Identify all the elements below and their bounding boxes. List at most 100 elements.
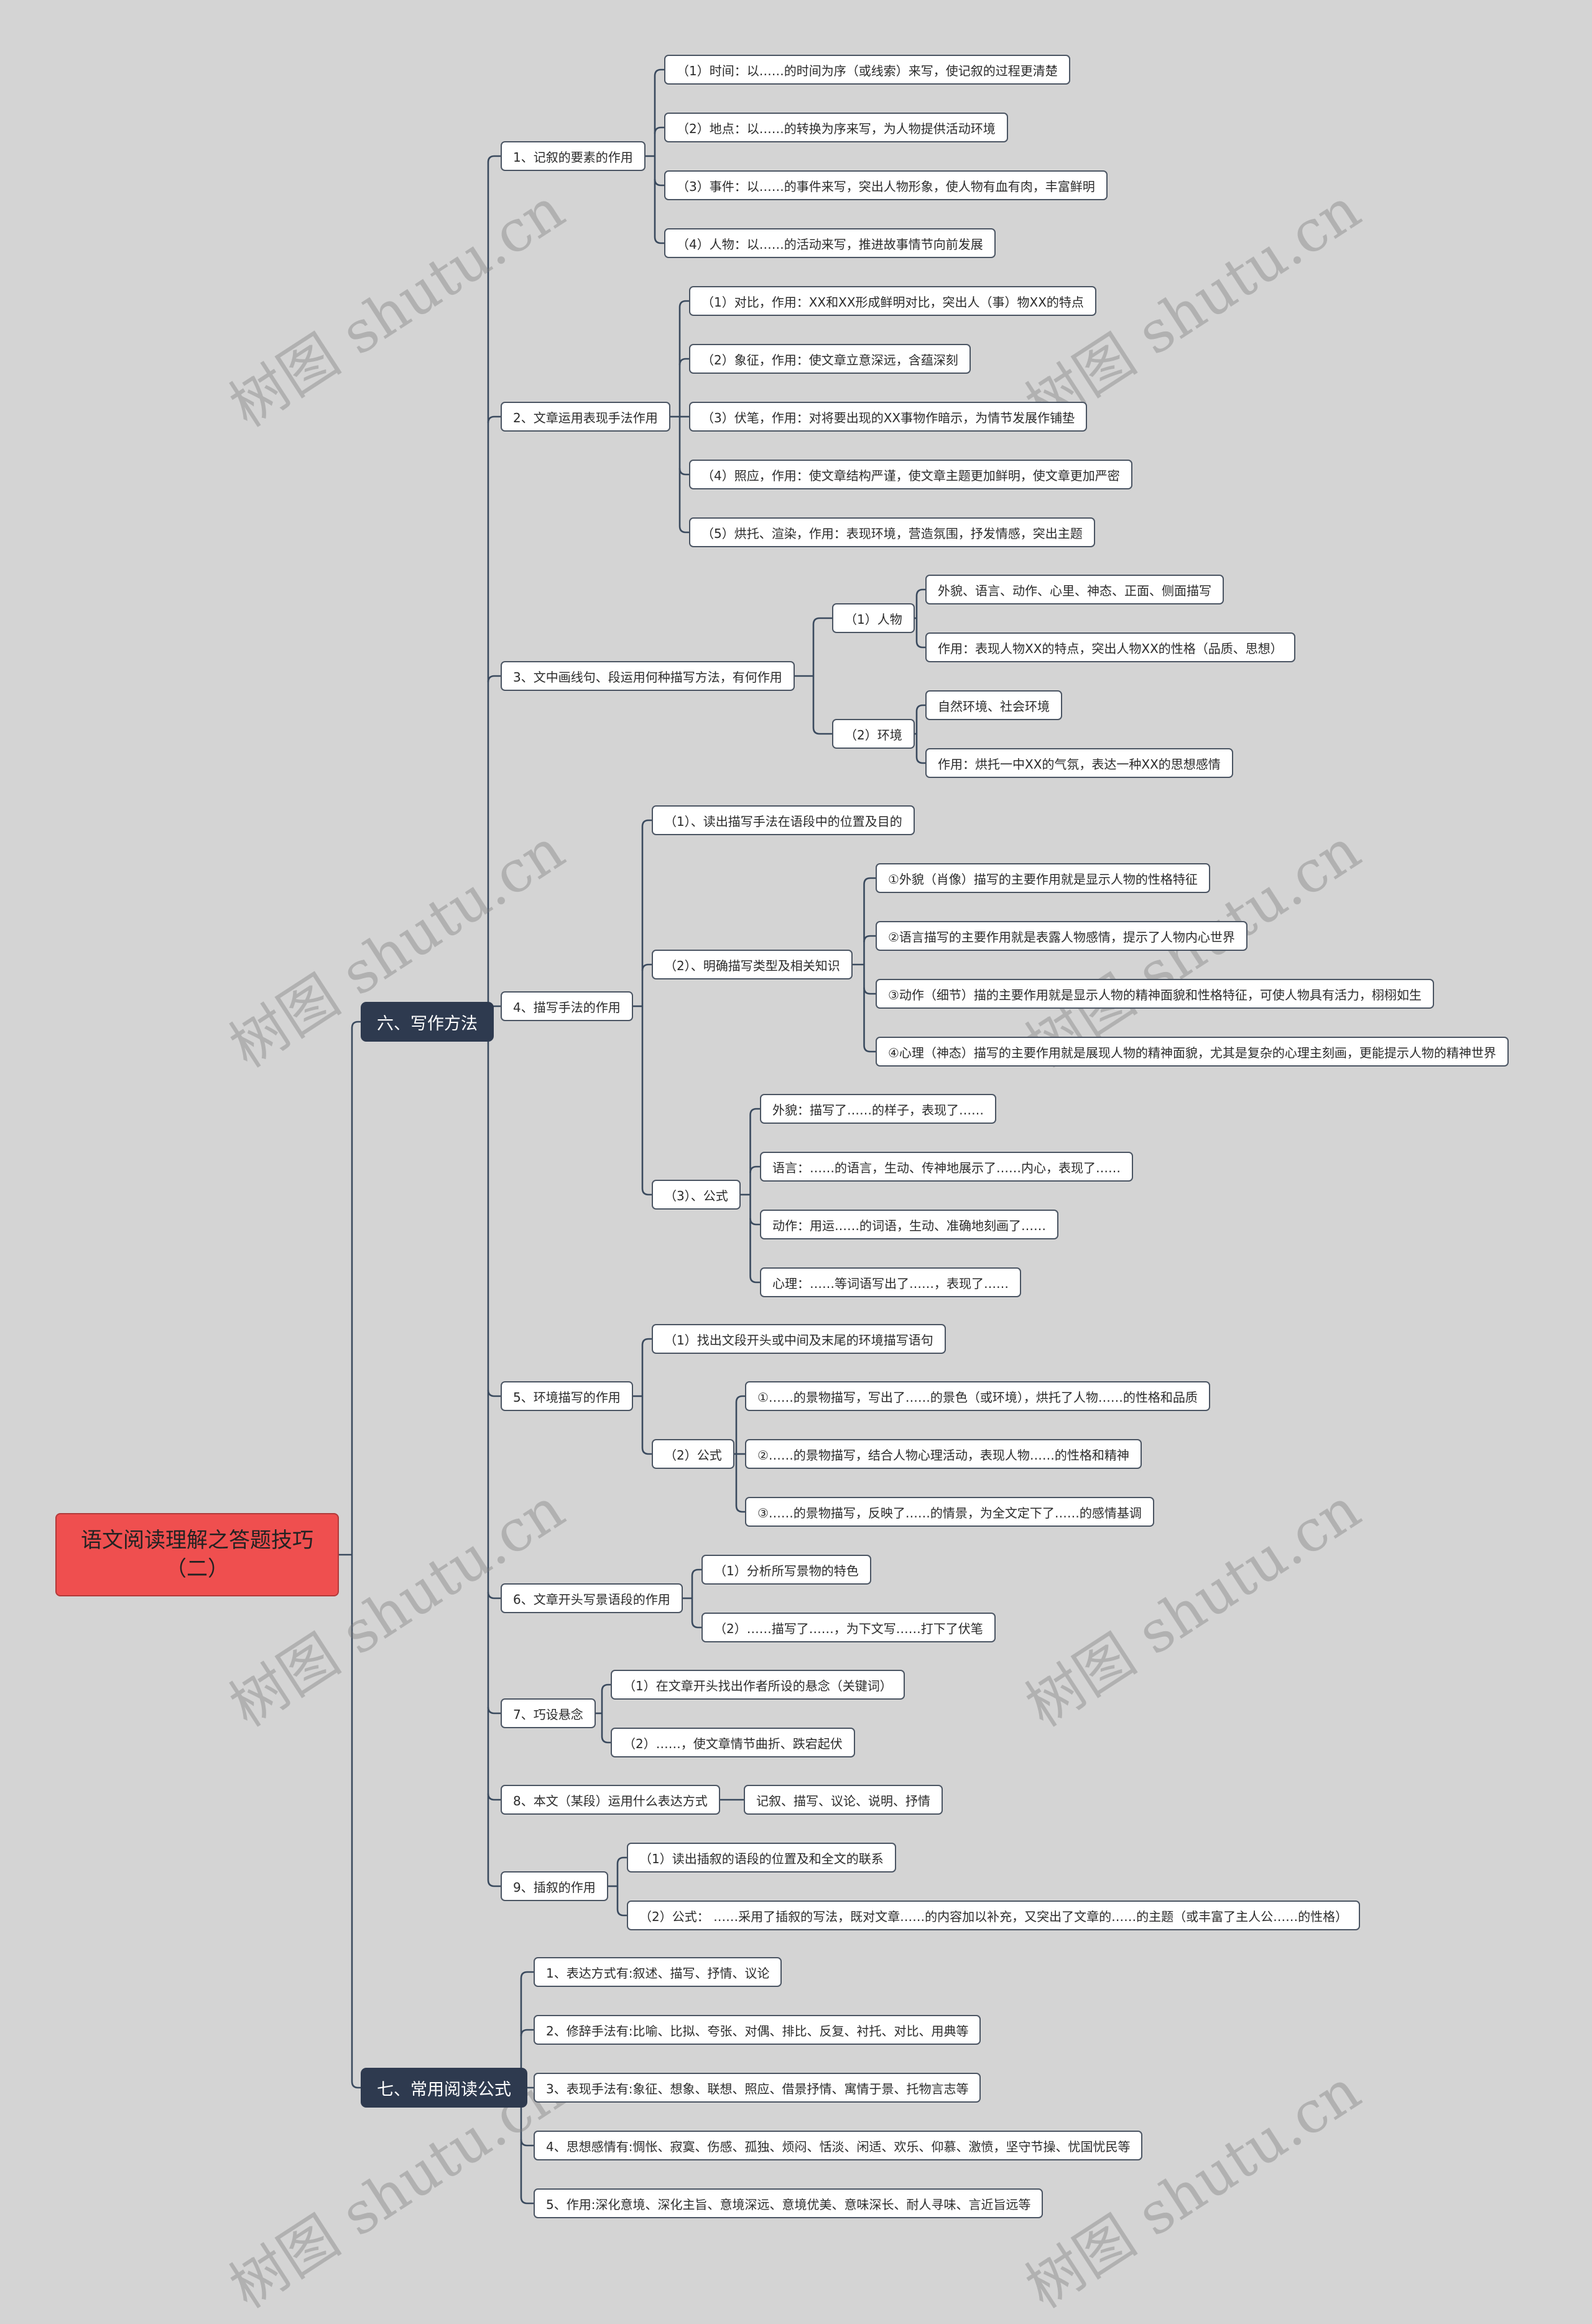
connector-line (735, 1395, 745, 1403)
topic-node-branches-1-children-2[interactable]: 3、表现手法有:象征、想象、联想、照应、借景抒情、寓情于景、托物言志等 (534, 2073, 981, 2103)
topic-node-branches-0-children-2-children-1-children-1[interactable]: 作用：烘托一中XX的气氛，表达一种XX的思想感情 (925, 748, 1233, 778)
topic-node-branches-0-children-3-children-1-children-0[interactable]: ①外貌（肖像）描写的主要作用就是显示人物的性格特征 (876, 863, 1210, 893)
connector-line (487, 1793, 501, 1801)
topic-node-branches-0-children-5[interactable]: 6、文章开头写景语段的作用 (501, 1583, 683, 1613)
topic-node-branches-0-children-3-children-1[interactable]: （2）、明确描写类型及相关知识 (652, 950, 853, 979)
topic-node-branches-0-children-3-children-2[interactable]: （3）、公式 (652, 1180, 741, 1210)
connector-line (641, 1188, 652, 1196)
connector-line (863, 987, 876, 995)
connector-line (641, 819, 652, 827)
topic-node-branches-0-children-1-children-3[interactable]: （4）照应，作用：使文章结构严谨，使文章主题更加鲜明，使文章更加严密 (689, 460, 1132, 489)
topic-node-branches-0-children-2-children-0[interactable]: （1）人物 (832, 603, 915, 633)
root-topic-node[interactable]: 语文阅读理解之答题技巧（二） (55, 1513, 339, 1596)
connector-line (678, 468, 689, 476)
connector-line (915, 756, 925, 764)
topic-node-branches-0-children-0-children-3[interactable]: （4）人物：以……的活动来写，推进故事情节向前发展 (664, 228, 996, 258)
connector-line (863, 935, 876, 943)
topic-node-branches-0-children-3-children-2-children-0[interactable]: 外貌：描写了……的样子，表现了…… (760, 1094, 996, 1124)
connector-line (616, 1909, 627, 1917)
topic-node-branches-0-children-2-children-0-children-1[interactable]: 作用：表现人物XX的特点，突出人物XX的性格（品质、思想） (925, 632, 1295, 662)
connector-line (654, 178, 664, 187)
connector-line (601, 1736, 611, 1744)
topic-node-branches-0-children-4-children-1-children-1[interactable]: ②……的景物描写，结合人物心理活动，表现人物……的性格和精神 (745, 1439, 1142, 1469)
connector-line (915, 588, 925, 596)
topic-node-branches-0-children-4[interactable]: 5、环境描写的作用 (501, 1381, 633, 1411)
topic-node-branches-0-children-3-children-2-children-1[interactable]: 语言：……的语言，生动、传神地展示了……内心，表现了…… (760, 1152, 1133, 1182)
topic-node-branches-0-children-8-children-0[interactable]: （1）读出插叙的语段的位置及和全文的联系 (627, 1843, 896, 1873)
connector-line (654, 236, 664, 244)
connector-line (735, 1505, 745, 1513)
connector-line (915, 704, 925, 712)
topic-node-branches-0-children-3-children-1-children-2[interactable]: ③动作（细节）描的主要作用就是显示人物的精神面貌和性格特征，可使人物具有活力，栩… (876, 979, 1434, 1009)
topic-node-branches-0-children-3-children-1-children-1[interactable]: ②语言描写的主要作用就是表露人物感情，提示了人物内心世界 (876, 921, 1247, 951)
topic-node-branches-0-children-3[interactable]: 4、描写手法的作用 (501, 991, 633, 1021)
connector-line (351, 2081, 361, 2089)
topic-node-branches-0-children-6-children-1[interactable]: （2）……，使文章情节曲折、跌宕起伏 (611, 1728, 855, 1757)
connector-line (641, 1447, 652, 1455)
topic-node-branches-1-children-4[interactable]: 5、作用:深化意境、深化主旨、意境深远、意境优美、意味深长、耐人寻味、言近旨远等 (534, 2188, 1044, 2218)
connector-line (812, 727, 832, 735)
connector-line (654, 126, 664, 134)
topic-node-branches-0-children-2-children-0-children-0[interactable]: 外貌、语言、动作、心里、神态、正面、侧面描写 (925, 575, 1224, 604)
topic-node-branches-0-children-6[interactable]: 7、巧设悬念 (501, 1698, 596, 1728)
connector-line (487, 1591, 501, 1599)
topic-node-branches-0-children-2-children-1-children-0[interactable]: 自然环境、社会环境 (925, 690, 1062, 720)
connector-line (749, 1218, 760, 1226)
topic-node-branches-0-children-0-children-0[interactable]: （1）时间：以……的时间为序（或线索）来写，使记叙的过程更清楚 (664, 55, 1070, 85)
topic-node-branches-0-children-5-children-0[interactable]: （1）分析所写景物的特色 (701, 1555, 871, 1585)
topic-node-branches-0-children-0-children-1[interactable]: （2）地点：以……的转换为序来写，为人物提供活动环境 (664, 113, 1008, 142)
topic-node-branches-0-children-5-children-1[interactable]: （2）……描写了……，为下文写……打下了伏笔 (701, 1613, 996, 1642)
connector-line (749, 1275, 760, 1284)
branch-node-branches-0[interactable]: 六、写作方法 (361, 1002, 494, 1042)
topic-node-branches-0-children-7[interactable]: 8、本文（某段）运用什么表达方式 (501, 1785, 720, 1815)
topic-node-branches-0-children-3-children-1-children-3[interactable]: ④心理（神态）描写的主要作用就是展现人物的精神面貌，尤其是复杂的心理主刻画，更能… (876, 1037, 1509, 1067)
topic-node-branches-0-children-2-children-1[interactable]: （2）环境 (832, 719, 915, 749)
connector-line (487, 1389, 501, 1397)
connector-line (812, 617, 832, 625)
topic-node-branches-0-children-7-children-0[interactable]: 记叙、描写、议论、说明、抒情 (744, 1785, 943, 1815)
connector-line (487, 1706, 501, 1715)
connector-line (749, 1165, 760, 1174)
mind-map-canvas: 树图 shutu.cn 树图 shutu.cn 树图 shutu.cn 树图 s… (55, 55, 1509, 2321)
topic-node-branches-0-children-2[interactable]: 3、文中画线句、段运用何种描写方法，有何作用 (501, 661, 795, 691)
topic-node-branches-0-children-4-children-1-children-0[interactable]: ①……的景物描写，写出了……的景色（或环境），烘托了人物……的性格和品质 (745, 1381, 1210, 1411)
connector-line (520, 2029, 534, 2037)
topic-node-branches-0-children-3-children-2-children-2[interactable]: 动作：用运……的词语，生动、准确地刻画了…… (760, 1210, 1058, 1239)
topic-node-branches-0-children-1-children-1[interactable]: （2）象征，作用：使文章立意深远，含蕴深刻 (689, 344, 971, 374)
connector-line (520, 1971, 534, 1979)
connector-line (863, 1045, 876, 1053)
topic-node-branches-1-children-3[interactable]: 4、思想感情有:惆怅、寂寞、伤感、孤独、烦闷、恬淡、闲适、欢乐、仰慕、激愤，坚守… (534, 2131, 1143, 2160)
topic-node-branches-0-children-0-children-2[interactable]: （3）事件：以……的事件来写，突出人物形象，使人物有血有肉，丰富鲜明 (664, 170, 1108, 200)
topic-node-branches-0-children-8[interactable]: 9、插叙的作用 (501, 1871, 608, 1901)
connector-lines (339, 68, 925, 2205)
connector-line (520, 2139, 534, 2147)
topic-node-branches-0-children-1-children-0[interactable]: （1）对比，作用：XX和XX形成鲜明对比，突出人（事）物XX的特点 (689, 286, 1096, 316)
topic-node-branches-0-children-8-children-1[interactable]: （2）公式： ……采用了插叙的写法，既对文章……的内容加以补充，又突出了文章的…… (627, 1900, 1361, 1930)
connector-line (641, 963, 652, 971)
topic-node-branches-0-children-4-children-1[interactable]: （2）公式 (652, 1439, 734, 1469)
topic-node-branches-0-children-0[interactable]: 1、记叙的要素的作用 (501, 141, 646, 171)
connector-line (487, 1879, 501, 1887)
connector-line (487, 675, 501, 683)
connector-line (915, 641, 925, 649)
connector-line (678, 525, 689, 534)
topic-node-branches-0-children-1-children-2[interactable]: （3）伏笔，作用：对将要出现的XX事物作暗示，为情节发展作铺垫 (689, 402, 1088, 432)
connector-line (749, 1108, 760, 1116)
connector-line (641, 1338, 652, 1346)
connector-line (654, 68, 664, 76)
topic-node-branches-0-children-3-children-0[interactable]: （1）、读出描写手法在语段中的位置及目的 (652, 805, 915, 835)
branch-node-branches-1[interactable]: 七、常用阅读公式 (361, 2068, 527, 2108)
connector-line (678, 300, 689, 308)
topic-node-branches-1-children-1[interactable]: 2、修辞手法有:比喻、比拟、夸张、对偶、排比、反复、衬托、对比、用典等 (534, 2015, 981, 2045)
connector-line (351, 1021, 361, 1029)
topic-node-branches-0-children-1[interactable]: 2、文章运用表现手法作用 (501, 402, 670, 432)
topic-node-branches-0-children-4-children-1-children-2[interactable]: ③……的景物描写，反映了……的情景，为全文定下了……的感情基调 (745, 1497, 1154, 1527)
connector-line (601, 1683, 611, 1692)
topic-node-branches-0-children-6-children-0[interactable]: （1）在文章开头找出作者所设的悬念（关键词） (611, 1670, 905, 1700)
topic-node-branches-0-children-3-children-2-children-3[interactable]: 心理：……等词语写出了……，表现了…… (760, 1267, 1021, 1297)
topic-node-branches-0-children-1-children-4[interactable]: （5）烘托、渲染，作用：表现环境，营造氛围，抒发情感，突出主题 (689, 517, 1095, 547)
connector-line (616, 1856, 627, 1864)
connector-line (678, 358, 689, 366)
topic-node-branches-1-children-0[interactable]: 1、表达方式有:叙述、描写、抒情、议论 (534, 1957, 782, 1987)
topic-node-branches-0-children-4-children-0[interactable]: （1）找出文段开头或中间及末尾的环境描写语句 (652, 1324, 946, 1354)
